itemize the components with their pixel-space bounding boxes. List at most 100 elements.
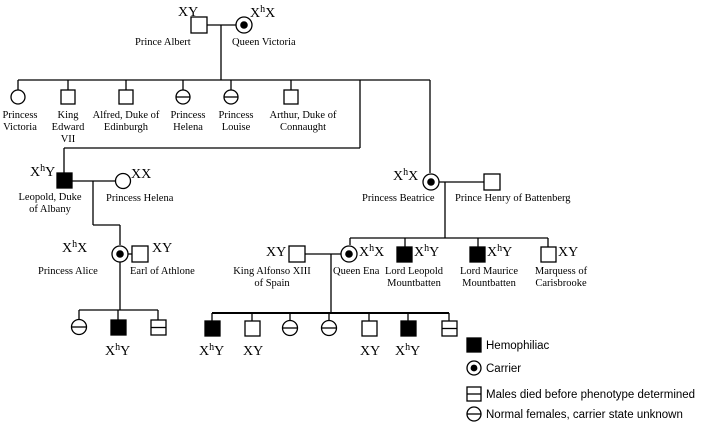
male-symbol (483, 173, 501, 191)
male-affected-symbol (396, 246, 413, 263)
person-spain-child-7 (441, 320, 458, 337)
name-label: Prince Albert (135, 37, 191, 48)
person-athlone-child-3 (150, 319, 167, 336)
male-symbol (60, 89, 76, 105)
genotype-label: XhX (393, 167, 418, 184)
genotype-label: XY (558, 245, 578, 260)
legend-item-died: Males died before phenotype determined (466, 386, 695, 402)
genotype-label: XhY (414, 243, 439, 260)
male-symbol (540, 246, 557, 263)
genotype-label: XhX (359, 243, 384, 260)
carrier-dot (345, 250, 353, 258)
person-spain-child-1: XhY (199, 320, 224, 359)
person-spain-child-4 (320, 319, 338, 337)
genotype-label: XY (243, 344, 263, 359)
name-label: Queen Victoria (232, 37, 296, 48)
genotype-label: XY (178, 5, 198, 20)
connection-lines (17, 24, 549, 321)
name-label: Princess Beatrice (362, 193, 435, 204)
male-affected-symbol (110, 319, 127, 336)
person-queen-victoria: XhX Queen Victoria (232, 4, 296, 48)
person-princess-beatrice: XhX Princess Beatrice (362, 167, 440, 204)
legend-label: Carrier (486, 363, 521, 375)
male-affected-symbol (400, 320, 417, 337)
genotype-label: XY (360, 344, 380, 359)
carrier-dot (240, 21, 248, 29)
person-athlone-child-1 (70, 318, 88, 336)
person-prince-henry: Prince Henry of Battenberg (455, 173, 571, 204)
female-symbol (114, 172, 132, 190)
legend-item-hemophiliac: Hemophiliac (466, 337, 550, 353)
female-symbol (10, 89, 26, 105)
person-spain-child-3 (281, 319, 299, 337)
genotype-label: XhY (105, 342, 130, 359)
person-athlone-child-2: XhY (105, 319, 130, 359)
legend-affected-icon (466, 337, 482, 353)
person-princess-alice: XhX Princess Alice (38, 239, 129, 277)
male-affected-symbol (56, 172, 73, 189)
male-symbol (118, 89, 134, 105)
genotype-label: XhY (395, 342, 420, 359)
male-symbol (288, 245, 306, 263)
legend-item-carrier: Carrier (466, 360, 521, 376)
name-label: Earl of Athlone (130, 266, 195, 277)
carrier-dot (116, 250, 124, 258)
person-earl-of-athlone: XY Earl of Athlone (130, 241, 195, 277)
name-label: Princess Helena (106, 193, 174, 204)
male-symbol (131, 245, 149, 263)
name-label: Queen Ena (333, 266, 380, 277)
genotype-label: XX (131, 167, 151, 182)
legend-carrier-dot (470, 364, 478, 372)
legend: Hemophiliac Carrier Males died before ph… (466, 337, 695, 422)
legend-label: Hemophiliac (486, 340, 550, 352)
name-label: Princess Alice (38, 266, 98, 277)
genotype-label: XhX (62, 239, 87, 256)
legend-label: Males died before phenotype determined (486, 389, 695, 401)
person-spain-child-6: XhY (395, 320, 420, 359)
person-spain-child-2: XY (243, 320, 263, 359)
legend-label: Normal females, carrier state unknown (486, 409, 683, 421)
carrier-dot (427, 178, 435, 186)
male-symbol (244, 320, 261, 337)
person-spain-child-5: XY (360, 320, 380, 359)
male-affected-symbol (204, 320, 221, 337)
genotype-label: XY (266, 245, 286, 260)
male-symbol (361, 320, 378, 337)
person-prince-albert: XY Prince Albert (135, 5, 208, 48)
genotype-label: XhY (199, 342, 224, 359)
male-affected-symbol (469, 246, 486, 263)
male-symbol (190, 16, 208, 34)
genotype-label: XhX (250, 4, 275, 21)
genotype-label: XY (152, 241, 172, 256)
name-label: Prince Henry of Battenberg (455, 193, 571, 204)
person-queen-ena: XhX Queen Ena (333, 243, 384, 277)
genotype-label: XhY (30, 163, 55, 180)
person-princess-helena-2: XX Princess Helena (106, 167, 174, 204)
genotype-label: XhY (487, 243, 512, 260)
male-symbol (283, 89, 299, 105)
legend-item-unknown: Normal females, carrier state unknown (466, 406, 683, 422)
